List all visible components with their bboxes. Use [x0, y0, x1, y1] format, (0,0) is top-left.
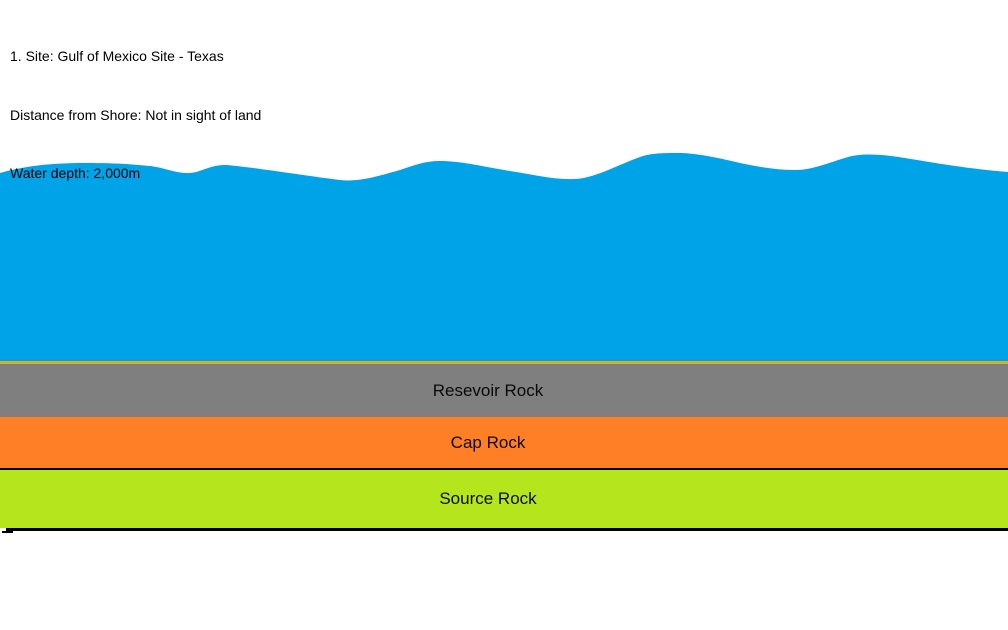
seafloor-gold-line [0, 361, 1008, 364]
cap-rock-layer: Cap Rock [0, 417, 1008, 468]
cap-rock-label: Cap Rock [450, 432, 526, 452]
ocean-water-path [0, 153, 1008, 362]
pencil-stray-mark [2, 531, 13, 533]
site-info-text-block: 1. Site: Gulf of Mexico Site - Texas Dis… [10, 8, 261, 223]
source-rock-label: Source Rock [439, 489, 537, 508]
reservoir-rock-label: Resevoir Rock [432, 380, 544, 400]
distance-from-shore-line: Distance from Shore: Not in sight of lan… [10, 106, 262, 123]
ocean-water-shape [0, 153, 1008, 362]
cap-source-divider-line [0, 468, 1008, 470]
water-depth-line: Water depth: 2,000m [10, 165, 141, 181]
source-rock-layer: Source Rock [0, 470, 1008, 528]
source-rock-bottom-line [6, 528, 1008, 531]
reservoir-rock-layer: Resevoir Rock [0, 364, 1008, 417]
site-title-line: 1. Site: Gulf of Mexico Site - Texas [10, 48, 224, 64]
